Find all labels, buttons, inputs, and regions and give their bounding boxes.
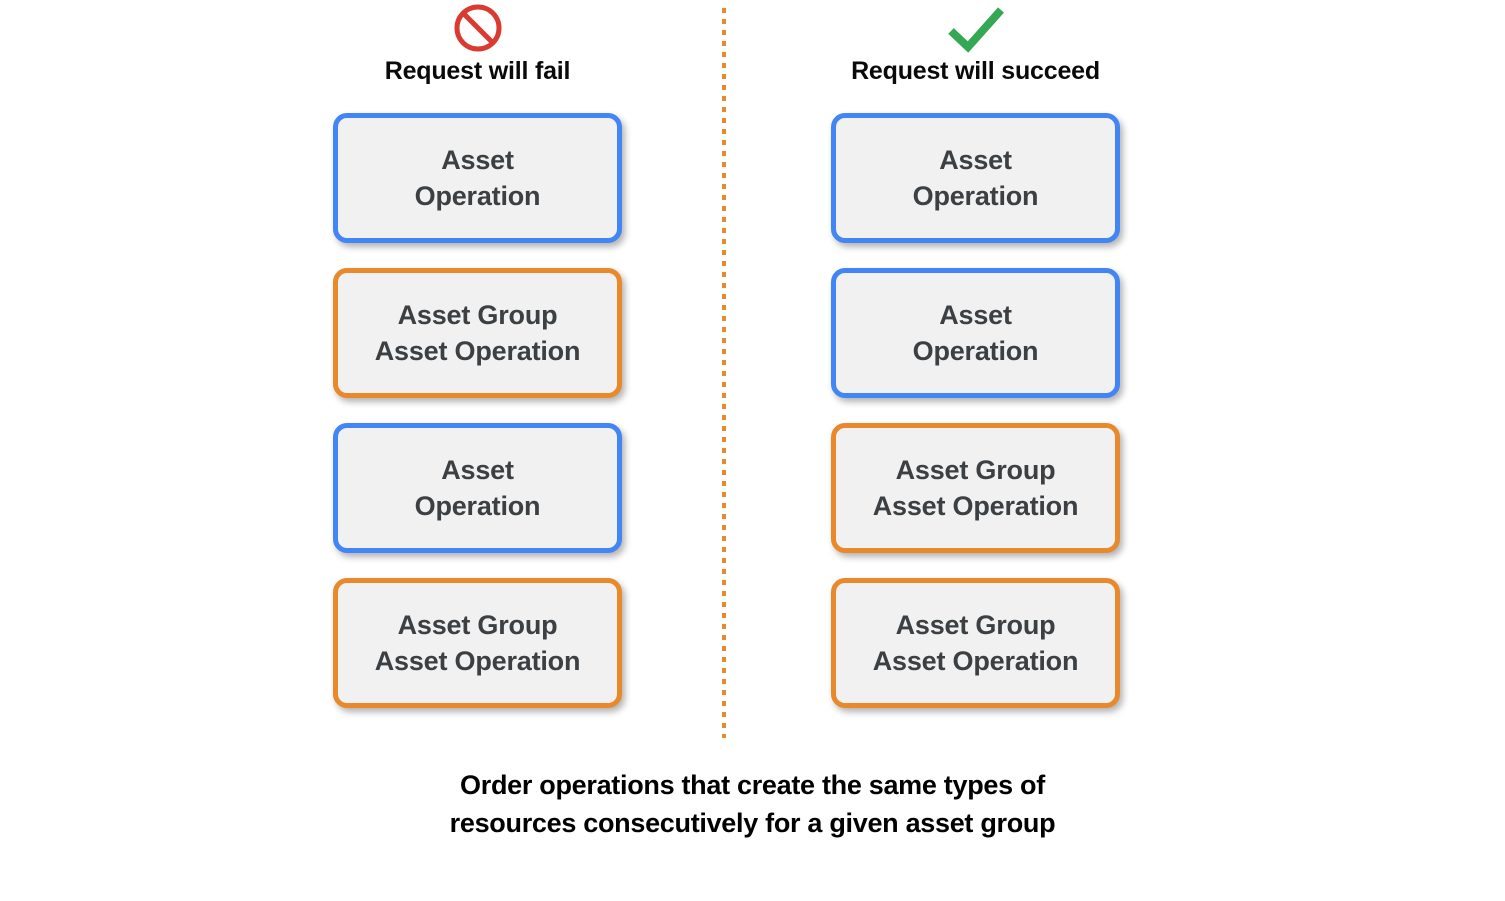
flow-box[interactable]: Asset Operation xyxy=(831,113,1120,243)
prohibition-icon xyxy=(293,0,662,56)
column-title-fail: Request will fail xyxy=(384,57,571,85)
flow-box[interactable]: Asset Group Asset Operation xyxy=(831,423,1120,553)
flow-box-label: Asset Operation xyxy=(912,145,1039,211)
flow-box-label: Asset Group Asset Operation xyxy=(872,455,1079,521)
column-title-succeed: Request will succeed xyxy=(851,57,1100,85)
flow-box[interactable]: Asset Group Asset Operation xyxy=(831,578,1120,708)
flow-box-label: Asset Group Asset Operation xyxy=(374,300,581,366)
flow-box-label: Asset Operation xyxy=(414,145,541,211)
column-header-fail: Request will fail xyxy=(293,0,662,86)
flow-box-label: Asset Operation xyxy=(912,300,1039,366)
flow-box[interactable]: Asset Group Asset Operation xyxy=(333,268,622,398)
flow-box-label: Asset Operation xyxy=(414,455,541,521)
diagram-caption: Order operations that create the same ty… xyxy=(449,770,1056,838)
checkmark-icon xyxy=(791,0,1160,56)
flow-box[interactable]: Asset Operation xyxy=(333,423,622,553)
column-divider xyxy=(722,8,726,738)
flow-box-label: Asset Group Asset Operation xyxy=(374,610,581,676)
flow-box[interactable]: Asset Operation xyxy=(831,268,1120,398)
flow-box[interactable]: Asset Group Asset Operation xyxy=(333,578,622,708)
flow-box-label: Asset Group Asset Operation xyxy=(872,610,1079,676)
column-header-succeed: Request will succeed xyxy=(791,0,1160,86)
flow-box[interactable]: Asset Operation xyxy=(333,113,622,243)
